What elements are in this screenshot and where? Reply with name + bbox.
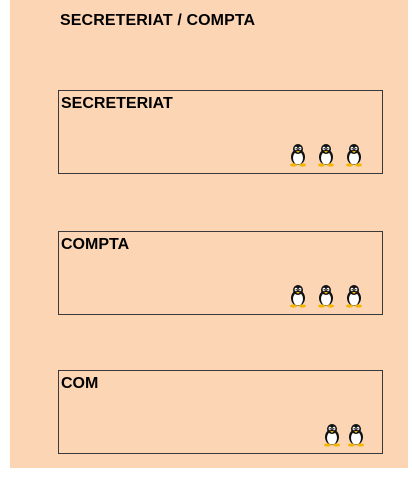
penguin-icon (344, 143, 364, 167)
penguin-icon (288, 143, 308, 167)
penguin-icon (288, 284, 308, 308)
occupant-icons (322, 423, 366, 447)
penguin-icon (322, 423, 342, 447)
diagram-panel (10, 0, 408, 468)
room-label: COMPTA (61, 236, 130, 253)
room-secreteriat: SECRETERIAT (58, 90, 383, 174)
penguin-icon (316, 284, 336, 308)
room-label: COM (61, 375, 99, 392)
penguin-icon (346, 423, 366, 447)
room-label: SECRETERIAT (61, 95, 173, 112)
diagram-title: SECRETERIAT / COMPTA (60, 12, 256, 29)
room-compta: COMPTA (58, 231, 383, 315)
occupant-icons (288, 284, 364, 308)
penguin-icon (316, 143, 336, 167)
penguin-icon (344, 284, 364, 308)
occupant-icons (288, 143, 364, 167)
room-com: COM (58, 370, 383, 454)
